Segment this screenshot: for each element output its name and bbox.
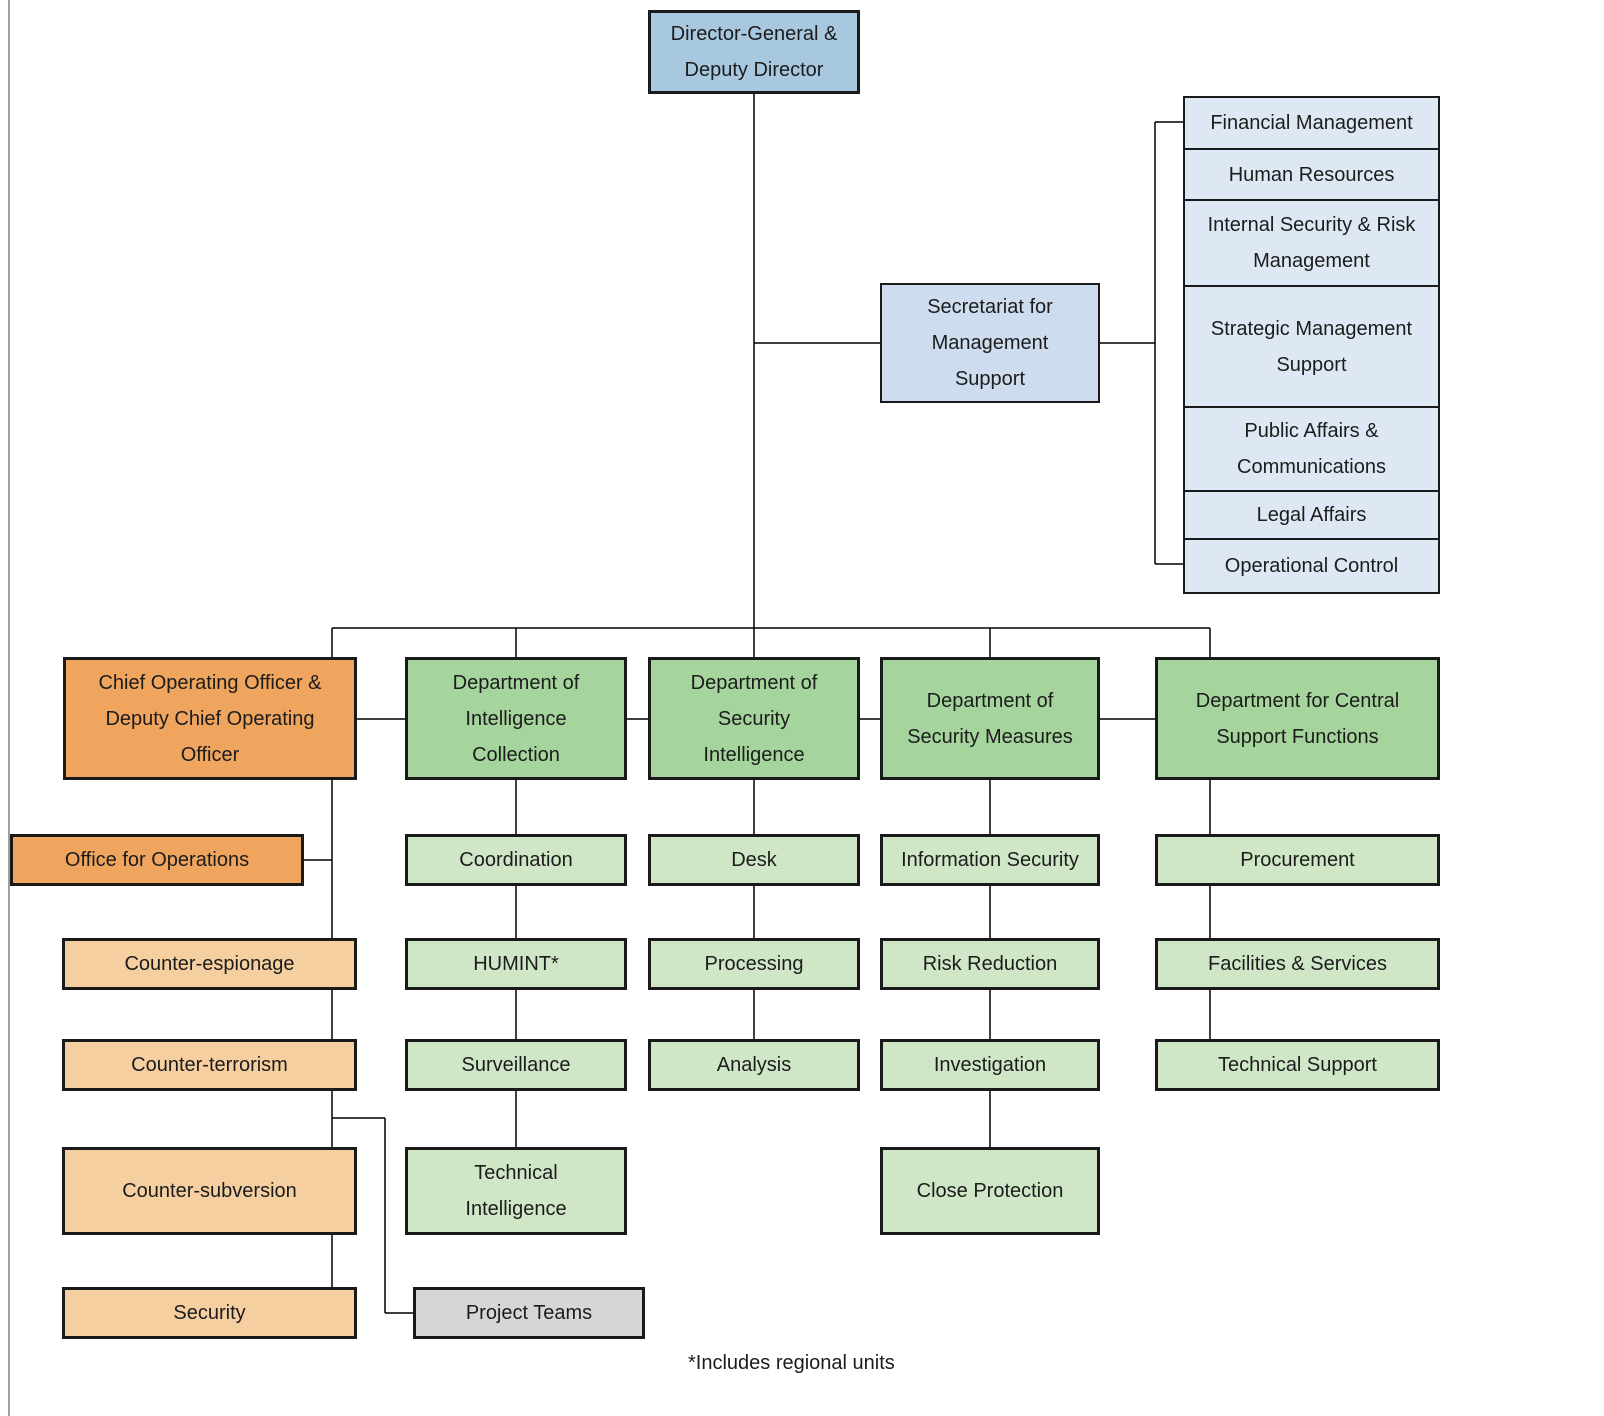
node-technical-support: Technical Support <box>1155 1039 1440 1091</box>
node-internal-security-risk-management: Internal Security & Risk Management <box>1185 201 1438 287</box>
node-procurement: Procurement <box>1155 834 1440 886</box>
node-operational-control: Operational Control <box>1185 540 1438 592</box>
node-risk-reduction: Risk Reduction <box>880 938 1100 990</box>
node-chief-operating-officer: Chief Operating Officer & Deputy Chief O… <box>63 657 357 780</box>
footnote: *Includes regional units <box>688 1352 895 1374</box>
node-dept-intelligence-collection: Department of Intelligence Collection <box>405 657 627 780</box>
secretariat-units-stack: Financial Management Human Resources Int… <box>1183 96 1440 594</box>
node-project-teams: Project Teams <box>413 1287 645 1339</box>
node-counter-terrorism: Counter-terrorism <box>62 1039 357 1091</box>
canvas-edge-line <box>8 0 10 1416</box>
node-desk: Desk <box>648 834 860 886</box>
node-investigation: Investigation <box>880 1039 1100 1091</box>
node-counter-espionage: Counter-espionage <box>62 938 357 990</box>
node-humint: HUMINT* <box>405 938 627 990</box>
node-legal-affairs: Legal Affairs <box>1185 492 1438 540</box>
node-dept-security-measures: Department of Security Measures <box>880 657 1100 780</box>
node-office-for-operations: Office for Operations <box>10 834 304 886</box>
node-surveillance: Surveillance <box>405 1039 627 1091</box>
node-public-affairs-communications: Public Affairs & Communications <box>1185 408 1438 492</box>
node-security: Security <box>62 1287 357 1339</box>
node-strategic-management-support: Strategic Management Support <box>1185 287 1438 408</box>
node-dept-central-support-functions: Department for Central Support Functions <box>1155 657 1440 780</box>
node-close-protection: Close Protection <box>880 1147 1100 1235</box>
node-coordination: Coordination <box>405 834 627 886</box>
node-counter-subversion: Counter-subversion <box>62 1147 357 1235</box>
node-director-general: Director-General & Deputy Director <box>648 10 860 94</box>
node-human-resources: Human Resources <box>1185 150 1438 201</box>
node-analysis: Analysis <box>648 1039 860 1091</box>
node-secretariat-management-support: Secretariat for Management Support <box>880 283 1100 403</box>
node-dept-security-intelligence: Department of Security Intelligence <box>648 657 860 780</box>
node-technical-intelligence: Technical Intelligence <box>405 1147 627 1235</box>
node-processing: Processing <box>648 938 860 990</box>
node-facilities-services: Facilities & Services <box>1155 938 1440 990</box>
node-information-security: Information Security <box>880 834 1100 886</box>
node-financial-management: Financial Management <box>1185 98 1438 150</box>
